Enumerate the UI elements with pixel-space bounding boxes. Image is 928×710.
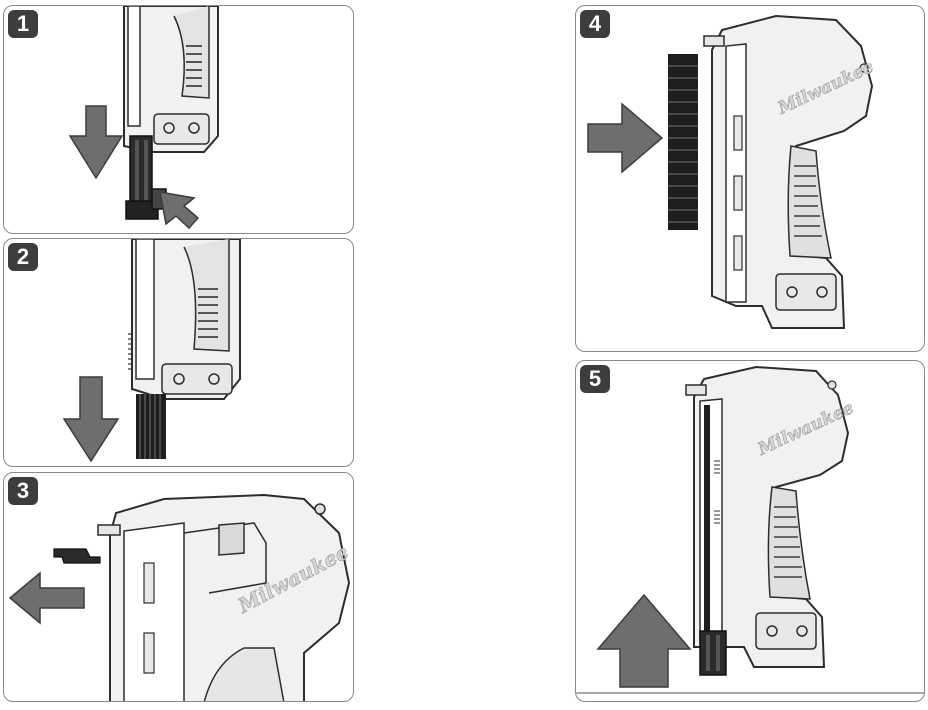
left-arrow bbox=[8, 571, 85, 625]
step-panel-2: 2 bbox=[3, 238, 354, 467]
staple-strip bbox=[668, 54, 698, 230]
stapler-body: Milwaukee bbox=[685, 365, 857, 668]
staple-strip bbox=[136, 394, 166, 459]
step-3-illustration: Milwaukee bbox=[8, 493, 353, 701]
stapler-lower-body bbox=[128, 239, 241, 400]
step-panel-1: 1 bbox=[3, 5, 354, 234]
press-arrow bbox=[159, 191, 200, 230]
step-badge-4: 4 bbox=[580, 10, 610, 38]
grip-ribs bbox=[794, 165, 822, 237]
down-arrow bbox=[68, 105, 124, 180]
step-1-illustration bbox=[68, 6, 219, 230]
step-panel-4: 4 Milwaukee bbox=[575, 5, 925, 352]
step-badge-5: 5 bbox=[580, 365, 610, 393]
grip-ribs bbox=[774, 506, 802, 578]
magazine-pusher bbox=[699, 630, 727, 676]
staple-guide-pin bbox=[53, 548, 101, 564]
grip-ribs bbox=[198, 288, 218, 338]
down-arrow bbox=[62, 376, 120, 463]
magazine-pusher bbox=[125, 135, 167, 220]
step-panel-5: 5 Milwaukee bbox=[575, 360, 925, 702]
step-4-illustration: Milwaukee bbox=[587, 14, 877, 329]
right-arrow bbox=[587, 102, 664, 174]
step-5-illustration: Milwaukee bbox=[576, 365, 924, 694]
up-arrow bbox=[596, 593, 692, 688]
stapler-top-body: Milwaukee bbox=[97, 493, 353, 701]
step-badge-1: 1 bbox=[8, 10, 38, 38]
grip-ribs bbox=[186, 45, 202, 87]
stapler-lower-body bbox=[123, 6, 219, 153]
step-2-illustration bbox=[62, 239, 241, 463]
step-badge-3: 3 bbox=[8, 477, 38, 505]
step-panel-3: 3 Milwaukee bbox=[3, 472, 354, 702]
step-badge-2: 2 bbox=[8, 243, 38, 271]
stapler-body: Milwaukee bbox=[703, 14, 877, 329]
